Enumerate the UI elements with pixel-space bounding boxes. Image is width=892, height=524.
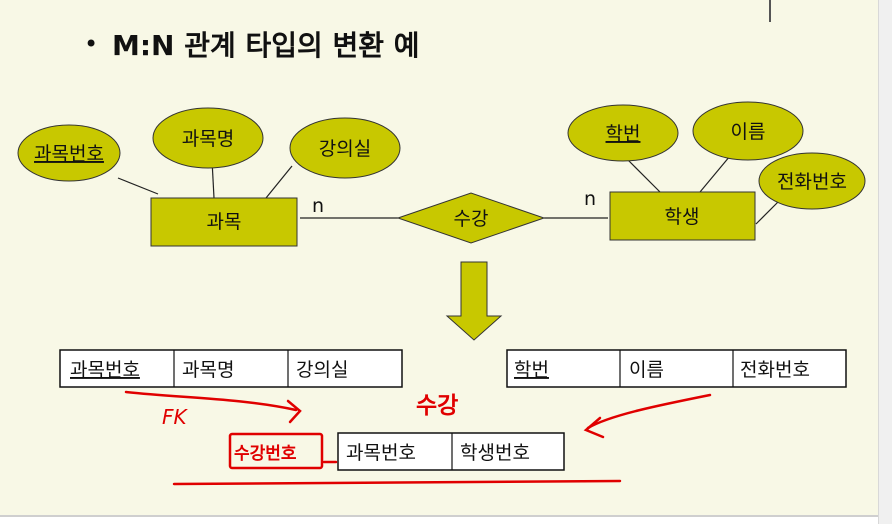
fk-arrow-line <box>124 390 298 412</box>
entity-student: 학생 <box>609 191 756 241</box>
transform-arrow-icon <box>445 261 503 341</box>
line-name <box>699 155 731 193</box>
attr-phone: 전화번호 <box>758 152 866 210</box>
table-course-col-1: 과목명 <box>182 359 234 381</box>
student-arrow-line <box>586 393 712 430</box>
line-phone <box>755 199 781 225</box>
slide-title: M:N 관계 타입의 변환 예 <box>112 29 420 62</box>
fk-arrow-head <box>286 399 302 424</box>
attr-student-no-label: 학번 <box>606 123 641 145</box>
title-bullet: • <box>84 30 99 58</box>
table-enrollment: 과목번호 학생번호 <box>337 432 565 471</box>
entity-course-label: 과목 <box>207 211 242 233</box>
attr-course-no: 과목번호 <box>17 124 121 182</box>
scrollbar-track[interactable] <box>878 0 892 524</box>
table-course: 과목번호 과목명 강의실 <box>59 349 403 388</box>
attr-name: 이름 <box>692 101 804 161</box>
attr-room-label: 강의실 <box>319 138 371 160</box>
enroll-key-note: 수강번호 <box>234 444 297 464</box>
underline-stroke <box>172 479 622 486</box>
table-enrollment-col-1: 학생번호 <box>460 442 530 464</box>
attr-course-no-label: 과목번호 <box>34 143 104 165</box>
cardinality-left: n <box>312 195 324 217</box>
cardinality-right: n <box>584 188 596 210</box>
student-arrow-head <box>583 416 605 439</box>
connector-lines <box>117 155 781 225</box>
line-room <box>265 165 293 199</box>
relationship-label: 수강 <box>454 208 489 230</box>
table-course-col-2: 강의실 <box>296 359 348 381</box>
table-student: 학번 이름 전화번호 <box>506 349 847 388</box>
entity-course: 과목 <box>150 197 298 247</box>
fk-note: FK <box>162 405 189 429</box>
attr-course-name-label: 과목명 <box>182 128 234 150</box>
attr-course-name: 과목명 <box>152 107 264 169</box>
slide-canvas: • M:N 관계 타입의 변환 예 <box>0 0 878 517</box>
line-course-no <box>117 177 159 195</box>
attr-name-label: 이름 <box>731 121 766 143</box>
table-enrollment-col-0: 과목번호 <box>346 442 416 464</box>
table-student-col-0: 학번 <box>514 359 549 381</box>
attr-room: 강의실 <box>289 117 401 179</box>
table-course-col-0: 과목번호 <box>70 359 140 381</box>
enroll-key-box <box>228 432 324 470</box>
line-student-no <box>627 159 661 193</box>
attr-phone-label: 전화번호 <box>777 171 847 193</box>
attr-student-no: 학번 <box>567 104 679 162</box>
enroll-note-title: 수강 <box>416 393 458 419</box>
table-student-col-1: 이름 <box>629 359 664 381</box>
relationship-enroll: 수강 <box>396 192 546 244</box>
top-divider <box>769 0 771 22</box>
red-annotations <box>124 390 712 486</box>
table-student-col-2: 전화번호 <box>740 359 810 381</box>
entity-student-label: 학생 <box>665 206 700 228</box>
